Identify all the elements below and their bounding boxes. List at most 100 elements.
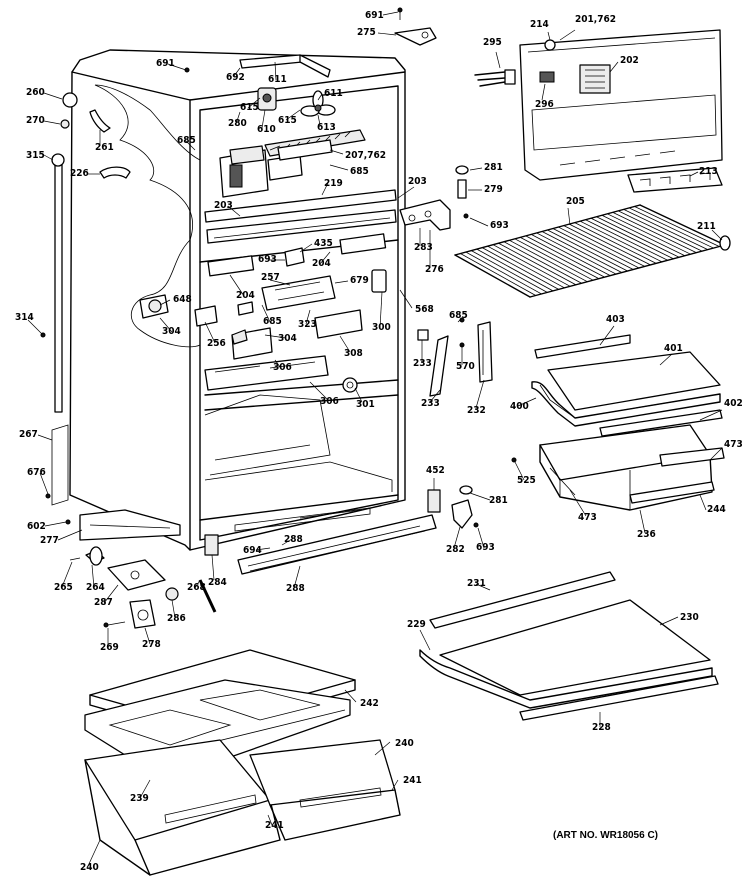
callout-240b: 240 xyxy=(80,862,99,873)
leader-line xyxy=(87,839,101,867)
callout-452: 452 xyxy=(426,465,445,476)
callout-214: 214 xyxy=(530,19,549,30)
callout-676: 676 xyxy=(27,467,46,478)
callout-261: 261 xyxy=(95,142,114,153)
leader-line xyxy=(329,149,344,155)
leader-line xyxy=(281,538,293,546)
leader-line xyxy=(639,509,646,534)
leader-line xyxy=(167,63,187,71)
leader-line xyxy=(374,741,391,756)
lower-left-parts xyxy=(45,424,181,541)
callout-203a: 203 xyxy=(408,176,427,187)
callout-233a: 233 xyxy=(413,358,432,369)
callout-236: 236 xyxy=(637,529,656,540)
callout-232: 232 xyxy=(467,405,486,416)
grille-288 xyxy=(204,489,441,575)
leader-line xyxy=(709,447,723,461)
wire-shelf-rod xyxy=(514,238,594,281)
ice-tray xyxy=(627,167,723,193)
leader-line xyxy=(609,61,619,73)
mid-controls xyxy=(139,233,387,393)
callout-403: 403 xyxy=(606,314,625,325)
callout-279: 279 xyxy=(484,184,503,195)
wire-shelf-rod xyxy=(498,242,577,286)
callout-219: 219 xyxy=(324,178,343,189)
wire-shelf-rod xyxy=(563,225,645,267)
callout-288b: 288 xyxy=(286,583,305,594)
callout-269: 269 xyxy=(100,642,119,653)
leader-line xyxy=(659,616,679,626)
leader-line xyxy=(159,299,171,306)
callout-301: 301 xyxy=(356,399,375,410)
leader-line xyxy=(235,111,241,125)
callout-276: 276 xyxy=(425,264,444,275)
leader-lines xyxy=(27,11,723,867)
callout-296: 296 xyxy=(535,99,554,110)
callout-287: 287 xyxy=(94,597,113,608)
callout-435: 435 xyxy=(314,238,333,249)
callout-244: 244 xyxy=(707,504,726,515)
wire-shelf-rod xyxy=(482,247,559,290)
wire-shelf-rod xyxy=(596,216,680,258)
wire-shelf-rod xyxy=(574,222,657,264)
leader-line xyxy=(211,554,215,581)
callout-611a: 611 xyxy=(268,74,287,85)
callout-525: 525 xyxy=(517,475,536,486)
callout-277: 277 xyxy=(40,535,59,546)
glass-shelf-lower xyxy=(419,571,719,721)
leader-line xyxy=(495,51,501,69)
callout-615a: 615 xyxy=(240,102,259,113)
callout-207_762: 207,762 xyxy=(345,150,386,161)
wire-shelf xyxy=(454,204,726,298)
top-small-parts xyxy=(184,7,437,73)
wire-shelf-rod xyxy=(618,210,703,252)
leader-line xyxy=(103,584,119,604)
callout-268: 268 xyxy=(187,582,206,593)
leader-line xyxy=(334,280,349,284)
wire-shelf-rod xyxy=(525,235,605,278)
leader-line xyxy=(453,526,461,549)
callout-691b: 691 xyxy=(156,58,175,69)
crisper-drawer-right xyxy=(249,739,401,841)
callout-240a: 240 xyxy=(395,738,414,749)
leader-line xyxy=(229,274,245,297)
leader-line xyxy=(475,583,491,591)
leader-line xyxy=(274,359,281,368)
callout-284: 284 xyxy=(208,577,227,588)
leader-line xyxy=(43,120,61,125)
leader-line xyxy=(91,564,95,589)
crisper-drawer-left xyxy=(84,739,281,876)
leader-line xyxy=(354,387,363,403)
leader-line xyxy=(567,207,571,226)
callout-281a: 281 xyxy=(484,162,503,173)
callout-694: 694 xyxy=(243,545,262,556)
wire-shelf-rod xyxy=(607,213,691,255)
leader-line xyxy=(699,409,723,421)
callout-400: 400 xyxy=(510,401,529,412)
callout-602: 602 xyxy=(27,521,46,532)
leader-line xyxy=(419,629,431,651)
leveling-parts xyxy=(69,546,217,629)
callout-288a: 288 xyxy=(284,534,303,545)
leader-line xyxy=(233,67,241,77)
art-number: (ART NO. WR18056 C) xyxy=(553,830,658,841)
callout-211: 211 xyxy=(697,221,716,232)
leader-line xyxy=(194,579,201,589)
wire-shelf-rod xyxy=(476,248,554,292)
wire-shelf-rod xyxy=(639,204,726,246)
leader-line xyxy=(339,335,351,353)
callout-242: 242 xyxy=(360,698,379,709)
wire-shelf-rod xyxy=(471,250,548,293)
callout-693c: 693 xyxy=(476,542,495,553)
callout-402: 402 xyxy=(724,398,743,409)
control-housing xyxy=(474,29,723,181)
leader-line xyxy=(399,289,413,309)
leader-line xyxy=(319,251,331,265)
wire-shelf-rod xyxy=(530,234,611,276)
leader-line xyxy=(247,97,261,109)
leader-line xyxy=(382,11,399,16)
callout-204a: 204 xyxy=(312,258,331,269)
leader-line xyxy=(569,489,587,517)
leader-line xyxy=(659,353,673,366)
